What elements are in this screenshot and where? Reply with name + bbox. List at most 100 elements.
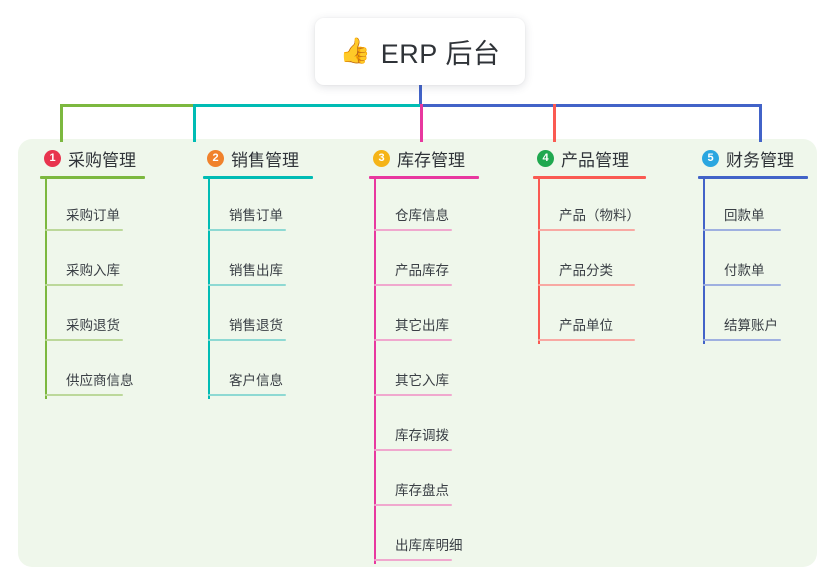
leaf-item-label: 库存盘点: [395, 483, 449, 498]
leaf-item[interactable]: 其它入库: [369, 344, 519, 399]
leaf-item-label: 产品分类: [559, 263, 613, 278]
leaf-item-label: 付款单: [724, 263, 765, 278]
branch-spine: [374, 179, 376, 564]
root-stem-connector: [419, 85, 422, 107]
leaf-item[interactable]: 其它出库: [369, 289, 519, 344]
branch-items: 采购订单采购入库采购退货供应商信息: [40, 179, 190, 399]
branch-header-rule: [533, 176, 646, 179]
leaf-item-rule: [374, 504, 452, 506]
leaf-item-label: 其它入库: [395, 373, 449, 388]
leaf-item-rule: [45, 229, 123, 231]
leaf-item[interactable]: 采购入库: [40, 234, 190, 289]
branch-drop-3: [420, 104, 423, 142]
leaf-item-rule: [374, 449, 452, 451]
leaf-item-rule: [538, 284, 635, 286]
branch-drop-5: [759, 104, 762, 142]
leaf-item[interactable]: 销售出库: [203, 234, 353, 289]
leaf-item-rule: [374, 339, 452, 341]
branch-销售管理[interactable]: 2 销售管理销售订单销售出库销售退货客户信息: [203, 146, 353, 399]
leaf-item-label: 采购入库: [66, 263, 120, 278]
branch-title: 库存管理: [397, 150, 465, 170]
branch-header[interactable]: 3 库存管理: [369, 146, 519, 170]
branch-header-rule: [203, 176, 313, 179]
leaf-item-rule: [538, 339, 635, 341]
branch-header[interactable]: 2 销售管理: [203, 146, 353, 170]
leaf-item-label: 其它出库: [395, 318, 449, 333]
leaf-item-rule: [374, 284, 452, 286]
branch-drop-1: [60, 104, 63, 142]
leaf-item-rule: [703, 339, 781, 341]
root-node-label: ERP 后台: [380, 39, 501, 69]
branch-number-badge: 3: [373, 149, 390, 167]
thumbs-up-icon: 👍: [339, 37, 371, 65]
branch-title: 销售管理: [231, 150, 299, 170]
root-node[interactable]: 👍 ERP 后台: [315, 18, 525, 85]
leaf-item[interactable]: 产品单位: [533, 289, 693, 344]
leaf-item[interactable]: 采购退货: [40, 289, 190, 344]
branch-header-rule: [369, 176, 479, 179]
leaf-item-label: 回款单: [724, 208, 765, 223]
branch-items: 仓库信息产品库存其它出库其它入库库存调拨库存盘点出库库明细: [369, 179, 519, 564]
branch-number-badge: 4: [537, 149, 554, 167]
leaf-item-rule: [208, 284, 286, 286]
branch-spine: [538, 179, 540, 344]
leaf-item[interactable]: 回款单: [698, 179, 838, 234]
leaf-item[interactable]: 销售退货: [203, 289, 353, 344]
leaf-item[interactable]: 结算账户: [698, 289, 838, 344]
leaf-item-rule: [45, 339, 123, 341]
branch-items: 产品（物料） 产品分类产品单位: [533, 179, 693, 344]
bus-segment-3: [420, 104, 761, 107]
leaf-item[interactable]: 客户信息: [203, 344, 353, 399]
branch-spine: [703, 179, 705, 344]
branch-title: 财务管理: [726, 150, 794, 170]
leaf-item[interactable]: 仓库信息: [369, 179, 519, 234]
branch-drop-2: [193, 104, 196, 142]
leaf-item[interactable]: 供应商信息: [40, 344, 190, 399]
leaf-item[interactable]: 采购订单: [40, 179, 190, 234]
branch-title: 采购管理: [68, 150, 136, 170]
leaf-item-label: 仓库信息: [395, 208, 449, 223]
leaf-item[interactable]: 产品（物料）: [533, 179, 693, 234]
leaf-item[interactable]: 销售订单: [203, 179, 353, 234]
leaf-item-rule: [208, 339, 286, 341]
leaf-item-label: 产品库存: [395, 263, 449, 278]
leaf-item[interactable]: 库存盘点: [369, 454, 519, 509]
leaf-item[interactable]: 出库库明细: [369, 509, 519, 564]
bus-segment-2: [193, 104, 420, 107]
branch-number-badge: 5: [702, 149, 719, 167]
leaf-item-label: 供应商信息: [66, 373, 134, 388]
leaf-item[interactable]: 产品库存: [369, 234, 519, 289]
leaf-item-label: 采购订单: [66, 208, 120, 223]
leaf-item-rule: [374, 229, 452, 231]
leaf-item-rule: [703, 284, 781, 286]
branch-items: 销售订单销售出库销售退货客户信息: [203, 179, 353, 399]
bus-segment-1: [60, 104, 193, 107]
leaf-item-label: 采购退货: [66, 318, 120, 333]
branch-header[interactable]: 5 财务管理: [698, 146, 838, 170]
branch-spine: [45, 179, 47, 399]
branch-drop-4: [553, 104, 556, 142]
leaf-item-label: 销售订单: [229, 208, 283, 223]
branch-库存管理[interactable]: 3 库存管理仓库信息产品库存其它出库其它入库库存调拨库存盘点出库库明细: [369, 146, 519, 564]
leaf-item-label: 产品（物料）: [559, 208, 640, 223]
branch-items: 回款单付款单结算账户: [698, 179, 838, 344]
leaf-item-label: 销售出库: [229, 263, 283, 278]
leaf-item-rule: [538, 229, 635, 231]
branch-number-badge: 2: [207, 149, 224, 167]
branch-财务管理[interactable]: 5 财务管理回款单付款单结算账户: [698, 146, 838, 344]
diagram-background-panel: [18, 139, 817, 567]
leaf-item[interactable]: 库存调拨: [369, 399, 519, 454]
leaf-item-label: 结算账户: [724, 318, 778, 333]
leaf-item-label: 客户信息: [229, 373, 283, 388]
leaf-item-rule: [45, 284, 123, 286]
leaf-item[interactable]: 付款单: [698, 234, 838, 289]
leaf-item-rule: [374, 559, 452, 561]
leaf-item[interactable]: 产品分类: [533, 234, 693, 289]
leaf-item-rule: [208, 394, 286, 396]
leaf-item-label: 出库库明细: [395, 538, 463, 553]
